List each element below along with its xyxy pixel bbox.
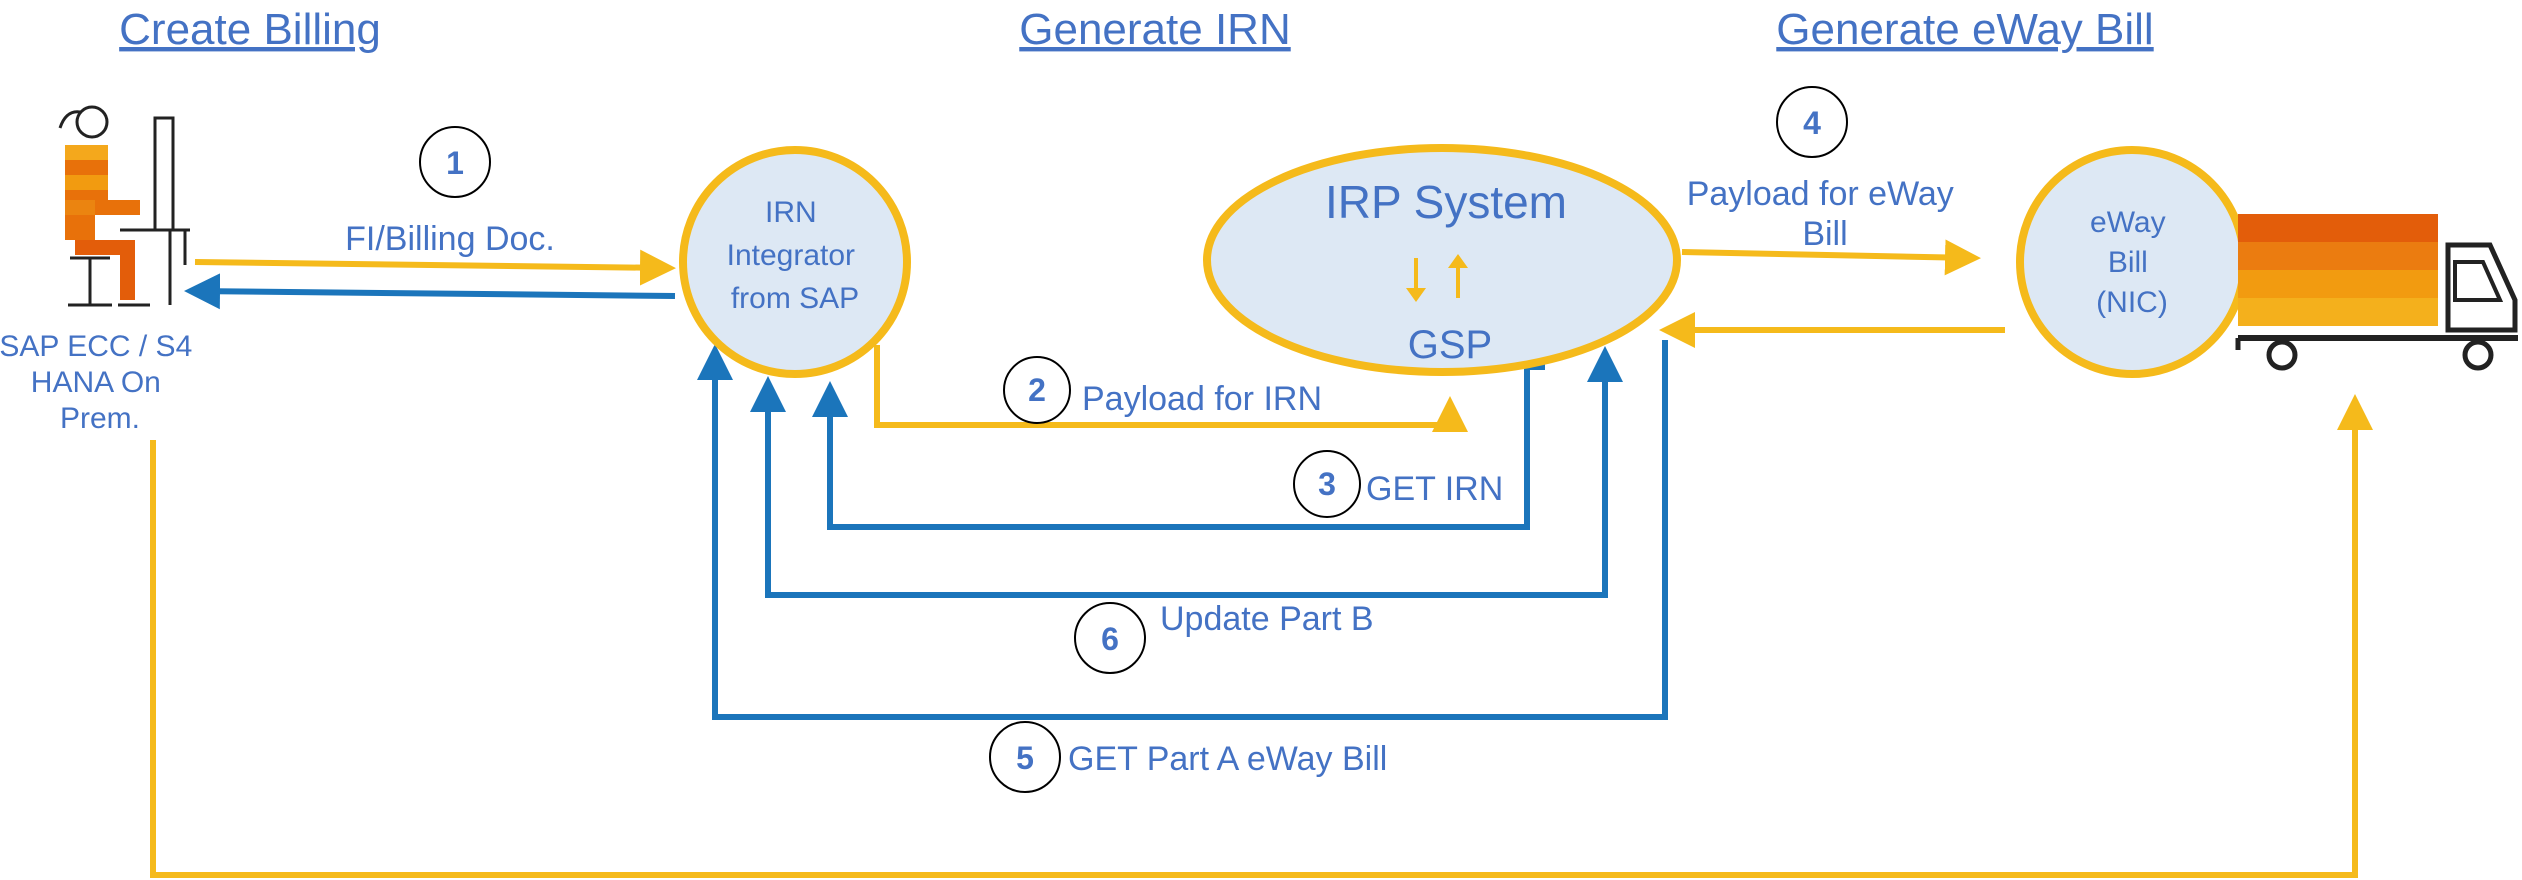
eway-bill-nic-label: eWay Bill (NIC) <box>2090 206 2174 319</box>
step-5-circle <box>989 721 1061 793</box>
truck-icon <box>2235 214 2518 371</box>
flow-return-to-sap <box>184 273 676 310</box>
step-3-circle <box>1293 450 1361 518</box>
step-6-label: Update Part B <box>1160 600 1374 638</box>
irn-label-line-3: from SAP <box>731 282 859 315</box>
sap-label-line-2: HANA On <box>31 366 161 399</box>
step-4-label-line-2: Bill <box>1802 215 1847 253</box>
eway-label-line-3: (NIC) <box>2096 286 2168 319</box>
step-4-number: 4 <box>1803 105 1821 141</box>
flow-1-billing-doc <box>194 249 676 286</box>
step-5-label: GET Part A eWay Bill <box>1068 740 1387 778</box>
sap-system-label: SAP ECC / S4 HANA On Prem. <box>0 330 201 435</box>
heading-create-billing: Create Billing <box>119 5 381 54</box>
step-6-circle <box>1074 602 1146 674</box>
gsp-label: GSP <box>1408 323 1492 367</box>
person-at-computer-icon <box>58 105 190 307</box>
step-1-circle <box>419 126 491 198</box>
step-5-number: 5 <box>1016 740 1034 776</box>
irn-integrator-label: IRN Integrator from SAP <box>727 196 864 315</box>
irn-integrator-node <box>679 146 911 378</box>
step-4-label-line-1: Payload for eWay <box>1687 175 1954 213</box>
flow-5-get-part-a <box>697 340 1668 720</box>
flow-4-payload-eway <box>1681 239 1981 276</box>
eway-label-line-1: eWay <box>2090 206 2166 239</box>
irp-system-node <box>1203 144 1681 376</box>
irn-label-line-2: Integrator <box>727 239 855 272</box>
step-2-number: 2 <box>1028 372 1046 408</box>
sap-label-line-3: Prem. <box>60 402 140 435</box>
step-1-label: FI/Billing Doc. <box>345 220 555 258</box>
flow-6-update-part-b-return <box>750 376 1608 598</box>
step-6-number: 6 <box>1101 621 1119 657</box>
eway-label-line-2: Bill <box>2108 246 2148 279</box>
step-2-circle <box>1003 356 1071 424</box>
flow-2-payload-irn <box>874 345 1468 432</box>
step-2-label: Payload for IRN <box>1082 380 1322 418</box>
irn-label-line-1: IRN <box>765 196 817 229</box>
heading-generate-eway-bill: Generate eWay Bill <box>1776 5 2153 54</box>
step-3-number: 3 <box>1318 466 1336 502</box>
step-1-number: 1 <box>446 145 464 181</box>
heading-generate-irn: Generate IRN <box>1019 5 1290 54</box>
irp-system-label: IRP System <box>1325 176 1567 228</box>
step-4-label: Payload for eWay Bill <box>1687 175 1964 253</box>
flow-sap-to-truck <box>150 394 2373 878</box>
step-4-circle <box>1776 86 1848 158</box>
exchange-arrows-icon <box>1406 254 1468 302</box>
sap-label-line-1: SAP ECC / S4 <box>0 330 192 363</box>
step-3-label: GET IRN <box>1366 470 1503 508</box>
